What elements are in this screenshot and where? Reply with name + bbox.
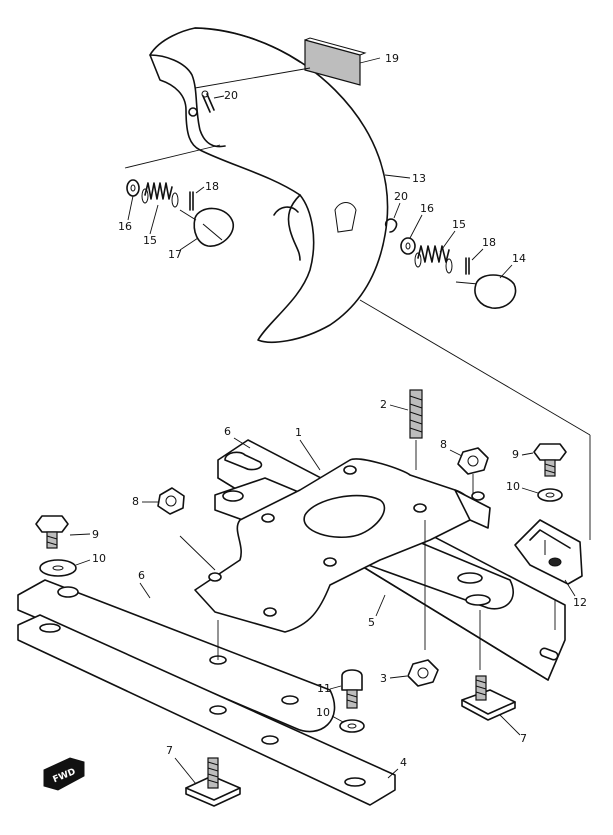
callout-5: 5 <box>368 616 375 629</box>
stud-2 <box>409 389 423 470</box>
plate-4 <box>17 614 396 806</box>
washer-10-right <box>537 488 563 502</box>
callout-9-right: 9 <box>512 448 519 461</box>
t-bolt-7-right <box>461 675 516 721</box>
callout-14: 14 <box>512 252 526 265</box>
washer-10-left <box>39 559 77 577</box>
callout-15-left: 15 <box>143 234 157 247</box>
callout-7-left: 7 <box>166 744 173 757</box>
callout-2: 2 <box>380 398 387 411</box>
bolt-9-left <box>35 515 69 549</box>
cotter-pin-20-right <box>384 218 398 233</box>
nut-3 <box>407 659 439 687</box>
callout-10-right: 10 <box>506 480 520 493</box>
nut-8-right <box>457 447 489 494</box>
bracket-12 <box>514 519 583 585</box>
callout-16-left: 16 <box>118 220 132 233</box>
bolt-9-right <box>533 443 567 477</box>
callout-19: 19 <box>385 52 399 65</box>
pin-18-right <box>465 257 470 275</box>
cotter-pin-20-left <box>201 90 215 113</box>
t-bolt-7-left <box>185 757 241 807</box>
reflector-plate-19 <box>304 37 367 86</box>
washer-16-left <box>126 179 140 197</box>
callout-9-left: 9 <box>92 528 99 541</box>
callout-13: 13 <box>412 172 426 185</box>
knob-14 <box>455 274 517 309</box>
forward-direction-badge: FWD <box>43 757 85 791</box>
knob-17 <box>179 207 235 247</box>
spring-15-right <box>414 245 453 274</box>
callout-11: 11 <box>317 682 331 695</box>
callout-6-lower: 6 <box>138 569 145 582</box>
callout-20-right: 20 <box>394 190 408 203</box>
bolt-11 <box>341 669 363 709</box>
callout-3: 3 <box>380 672 387 685</box>
plate-6-lower <box>17 579 336 733</box>
callout-15-right: 15 <box>452 218 466 231</box>
callout-8-left: 8 <box>132 495 139 508</box>
bracket-1 <box>194 458 491 633</box>
callout-10-left: 10 <box>92 552 106 565</box>
callout-18-right: 18 <box>482 236 496 249</box>
callout-17: 17 <box>168 248 182 261</box>
callout-8-right: 8 <box>440 438 447 451</box>
callout-10-center: 10 <box>316 706 330 719</box>
callout-1: 1 <box>295 426 302 439</box>
pin-18-left <box>189 191 194 211</box>
washer-10-center <box>339 719 365 733</box>
spring-15-left <box>141 182 179 208</box>
callout-20-left: 20 <box>224 89 238 102</box>
callout-4: 4 <box>400 756 407 769</box>
washer-16-right <box>400 237 416 255</box>
callout-6-upper: 6 <box>224 425 231 438</box>
fender-bolt-hole <box>188 107 198 117</box>
callout-12: 12 <box>573 596 587 609</box>
callout-18-left: 18 <box>205 180 219 193</box>
callout-7-right: 7 <box>520 732 527 745</box>
nut-8-left <box>157 487 216 571</box>
callout-16-right: 16 <box>420 202 434 215</box>
